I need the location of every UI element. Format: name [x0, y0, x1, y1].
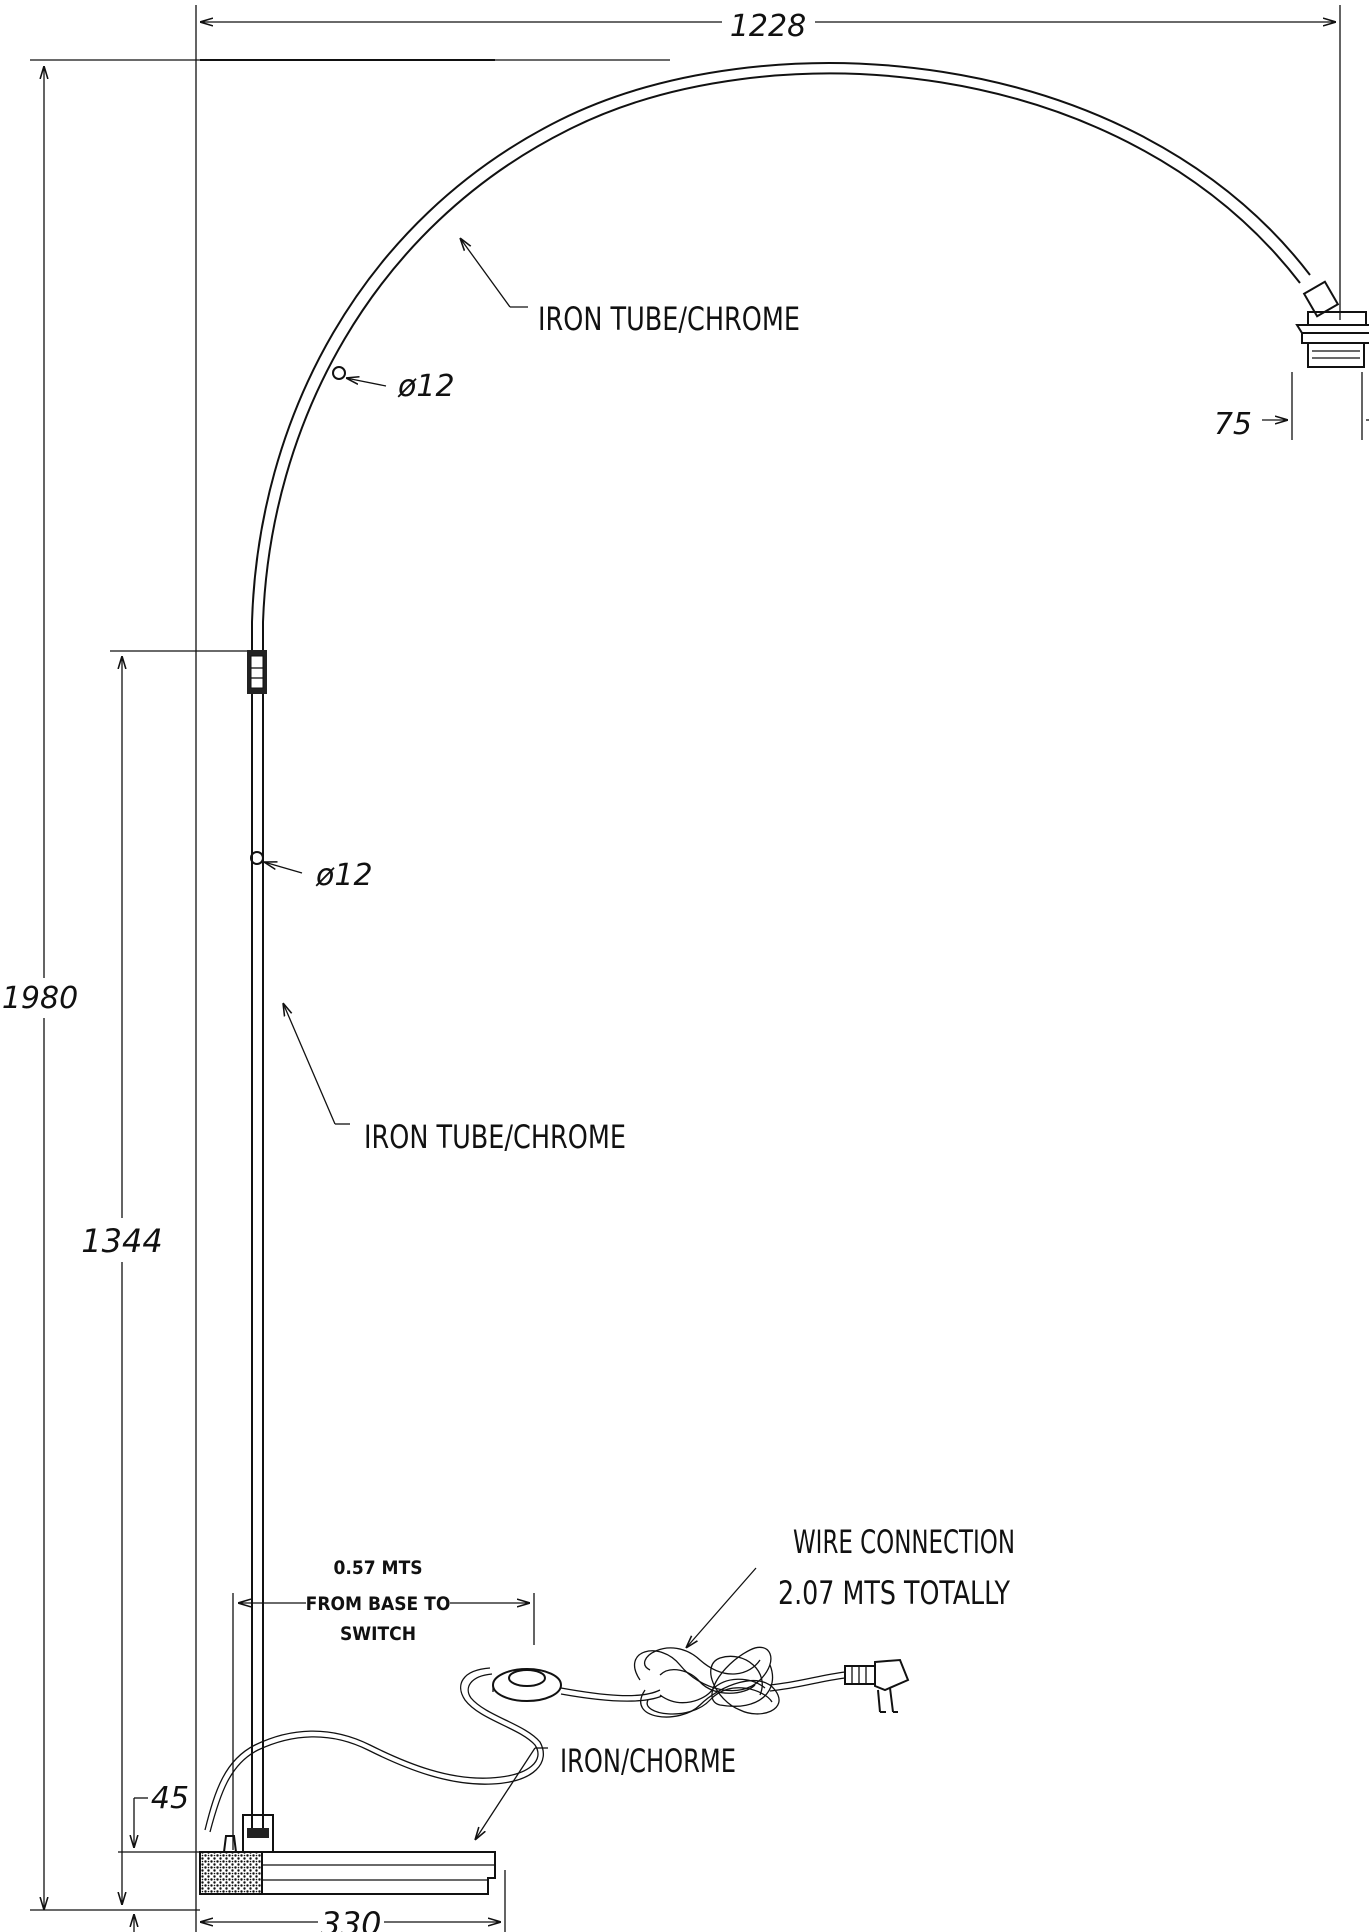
- lamp-socket: 75: [1214, 280, 1369, 442]
- wire-coil: [633, 1646, 780, 1718]
- base-width-label: 330: [320, 1905, 381, 1932]
- dimension-base-width: 330: [200, 1870, 506, 1932]
- wire-connection-callout: WIRE CONNECTION 2.07 MTS TOTALLY: [686, 1523, 1015, 1648]
- foot-switch: [492, 1668, 562, 1702]
- switch-distance-dimension: 0.57 MTS FROM BASE TO SWITCH: [232, 1557, 535, 1850]
- wire-connection-line2: 2.07 MTS TOTALLY: [778, 1574, 1010, 1612]
- pole-diameter-callout: ø12: [264, 858, 373, 893]
- lamp-pole: [247, 650, 267, 1836]
- arc-material-label: IRON TUBE/CHROME: [538, 300, 800, 338]
- height-total-label: 1980: [2, 981, 78, 1016]
- pole-height-label: 1344: [81, 1222, 162, 1260]
- lamp-base: [199, 1814, 496, 1895]
- arc-material-callout: IRON TUBE/CHROME: [460, 238, 800, 338]
- shade-width-label: 75: [1214, 407, 1252, 442]
- switch-distance-line2: FROM BASE TO: [306, 1593, 451, 1615]
- arc-diameter-callout: ø12: [346, 369, 455, 404]
- dimension-pole-height: 1344: [81, 650, 255, 1905]
- pole-material-label: IRON TUBE/CHROME: [364, 1118, 626, 1156]
- pole-diameter-label: ø12: [315, 858, 373, 893]
- arc-diameter-label: ø12: [397, 369, 455, 404]
- dimension-base-height: 45: [118, 1781, 200, 1932]
- switch-distance-line1: 0.57 MTS: [333, 1557, 422, 1579]
- width-total-label: 1228: [730, 9, 806, 44]
- base-material-label: IRON/CHORME: [560, 1742, 736, 1780]
- dimension-width-total: 1228: [195, 5, 1341, 1932]
- dimension-height-total: 1980: [2, 66, 200, 1911]
- wire-connection-line1: WIRE CONNECTION: [793, 1523, 1015, 1561]
- lamp-arc: [251, 62, 1311, 650]
- power-cable: [204, 1646, 910, 1833]
- switch-distance-line3: SWITCH: [340, 1623, 416, 1645]
- power-plug: [844, 1658, 910, 1713]
- pole-material-callout: IRON TUBE/CHROME: [283, 1003, 626, 1156]
- base-height-label: 45: [151, 1781, 189, 1816]
- base-material-callout: IRON/CHORME: [475, 1742, 736, 1840]
